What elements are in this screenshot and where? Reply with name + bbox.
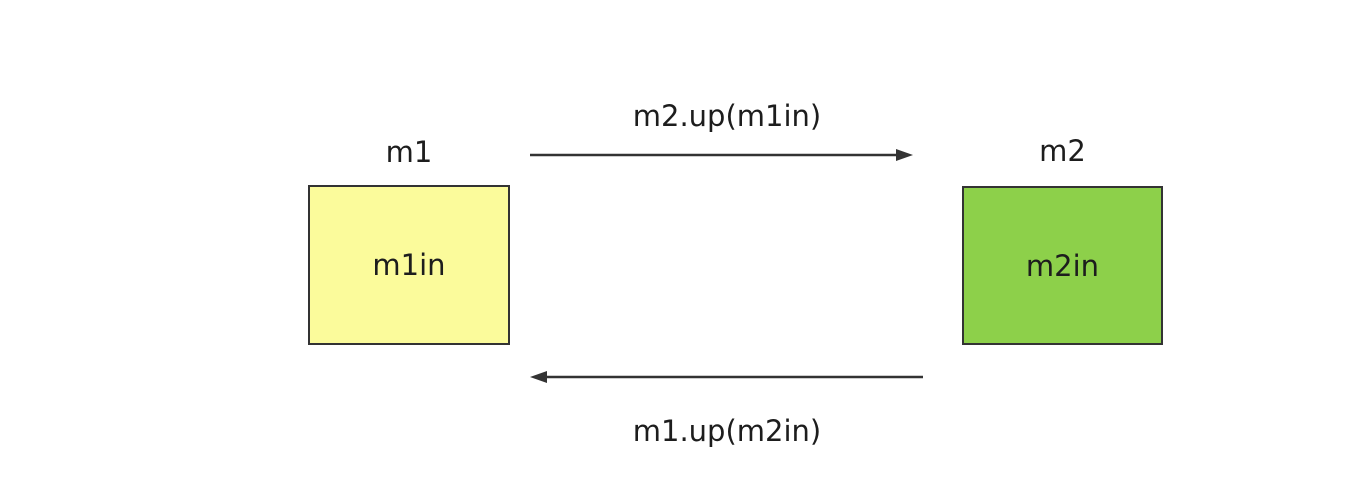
module-m1-content: m1in (372, 248, 446, 282)
module-m2-box: m2in (962, 186, 1163, 345)
arrow-m1-to-m2 (530, 149, 913, 161)
arrow-label-bottom: m1.up(m2in) (632, 414, 822, 448)
arrowhead-left-icon (530, 371, 547, 383)
module-m2-title: m2 (1039, 134, 1086, 168)
arrow-m2-to-m1 (530, 371, 923, 383)
module-m2-content: m2in (1025, 248, 1100, 283)
arrow-label-top: m2.up(m1in) (632, 99, 822, 133)
module-m1-box: m1in (308, 185, 510, 345)
arrowhead-right-icon (896, 149, 913, 161)
module-m1-title: m1 (385, 135, 433, 169)
